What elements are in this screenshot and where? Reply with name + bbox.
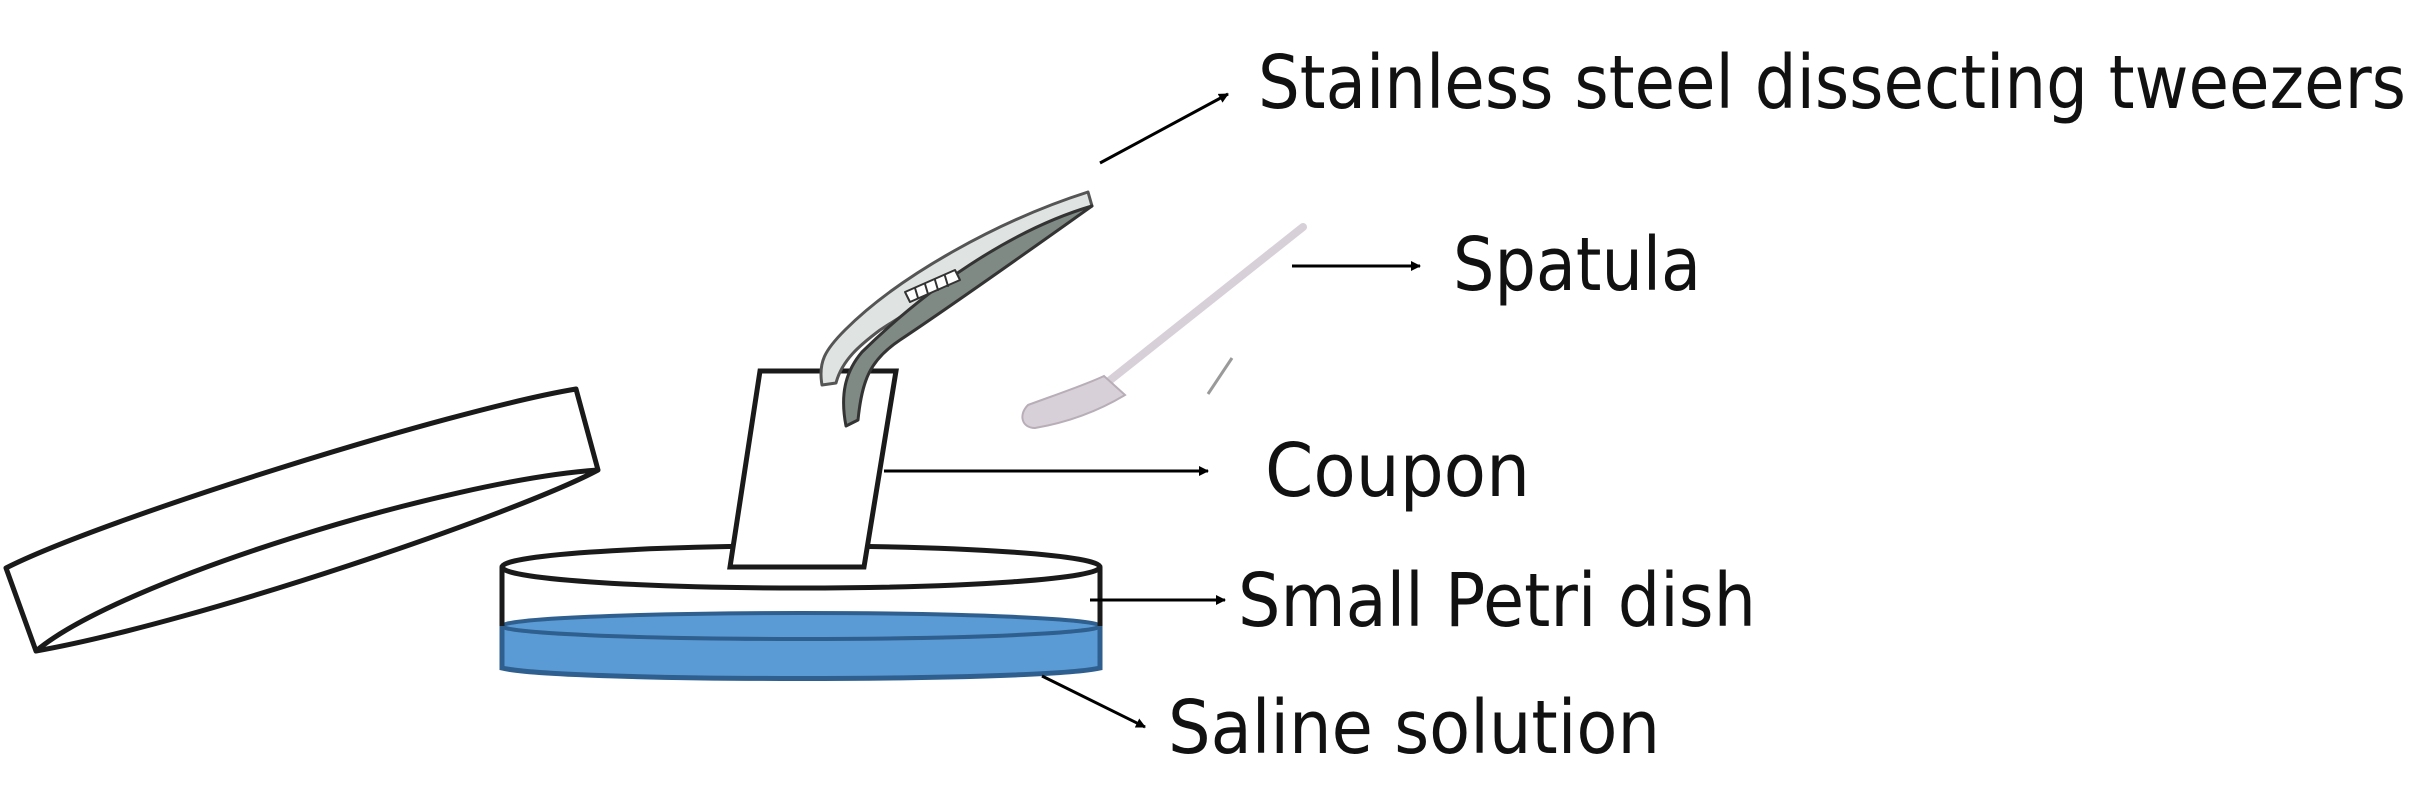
tweezers-arrow — [1099, 92, 1229, 165]
coupon-shape — [727, 368, 899, 570]
spatula-icon — [1021, 223, 1307, 430]
tweezers-icon — [819, 190, 1094, 428]
saline-arrow — [1041, 674, 1146, 729]
saline-surface — [500, 611, 1102, 641]
label-spatula: Spatula — [1453, 222, 1701, 308]
tweezer-arm-front — [842, 204, 1094, 428]
label-arrows — [884, 92, 1421, 729]
spatula-handle — [1100, 223, 1307, 389]
label-coupon: Coupon — [1265, 428, 1530, 514]
lid-rim-inner — [34, 467, 599, 653]
label-petri-dish: Small Petri dish — [1238, 558, 1756, 644]
label-saline: Saline solution — [1168, 685, 1660, 771]
label-tweezers: Stainless steel dissecting tweezers — [1258, 40, 2406, 126]
petri-dish-lid — [3, 386, 601, 654]
spatula-shadow-mark — [1206, 357, 1234, 395]
spatula-blade — [1021, 374, 1127, 430]
petri-dish-walls — [499, 567, 1103, 626]
